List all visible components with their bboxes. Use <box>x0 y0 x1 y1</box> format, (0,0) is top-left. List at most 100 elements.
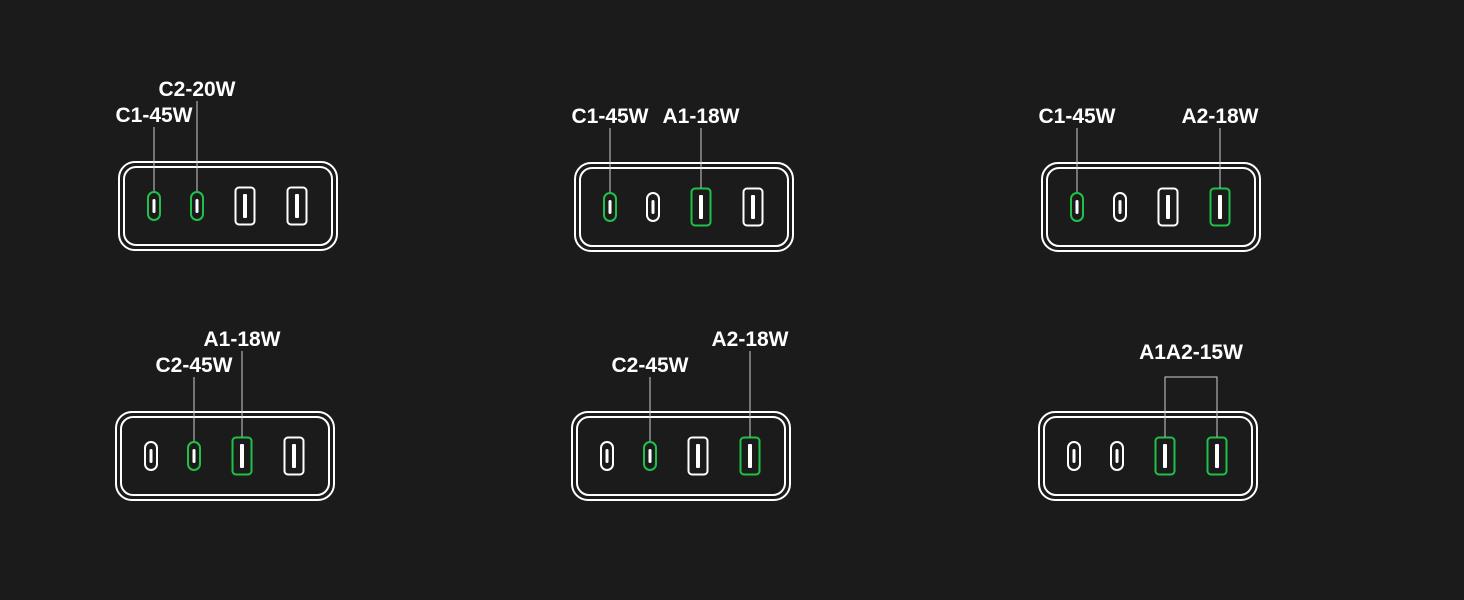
charger-outline-inner <box>120 416 330 496</box>
usb-c-outline <box>1113 192 1127 222</box>
usb-c-outline <box>147 191 161 221</box>
port-power-label: C2-45W <box>611 354 688 377</box>
usb-a-tongue <box>1215 444 1219 468</box>
config-5: C2-45W A2-18W <box>571 328 791 501</box>
port-c2-usb-c-icon <box>646 192 660 222</box>
usb-c-outline <box>1110 441 1124 471</box>
usb-a-tongue <box>240 444 244 468</box>
port-a1-usb-a-icon <box>690 187 712 227</box>
port-power-label: A1-18W <box>203 328 280 351</box>
usb-a-outline <box>739 436 761 476</box>
usb-c-tongue <box>1075 200 1079 214</box>
usb-c-outline <box>1070 192 1084 222</box>
config-3: C1-45W A2-18W <box>1038 105 1261 252</box>
bracket-leader-line <box>1164 376 1218 437</box>
usb-a-tongue <box>1218 195 1222 219</box>
usb-c-tongue <box>149 449 153 463</box>
usb-c-outline <box>603 192 617 222</box>
usb-a-outline <box>1157 187 1179 227</box>
port-power-label: C1-45W <box>1038 105 1115 128</box>
port-power-label: C1-45W <box>571 105 648 128</box>
port-a2-usb-a-icon <box>286 186 308 226</box>
usb-a-outline <box>1206 436 1228 476</box>
port-c1-usb-c-icon <box>147 191 161 221</box>
usb-c-tongue <box>152 199 156 213</box>
charger-outline-inner <box>1046 167 1256 247</box>
usb-a-tongue <box>295 194 299 218</box>
port-c1-usb-c-icon <box>1067 441 1081 471</box>
usb-c-tongue <box>608 200 612 214</box>
charger-outline-inner <box>579 167 789 247</box>
usb-c-tongue <box>195 199 199 213</box>
charger-outline-inner <box>123 166 333 246</box>
port-a1-usb-a-icon <box>1157 187 1179 227</box>
usb-a-tongue <box>1163 444 1167 468</box>
usb-a-tongue <box>243 194 247 218</box>
usb-c-tongue <box>192 449 196 463</box>
usb-c-outline <box>1067 441 1081 471</box>
usb-a-outline <box>690 187 712 227</box>
port-a2-usb-a-icon <box>283 436 305 476</box>
usb-c-tongue <box>1118 200 1122 214</box>
port-c2-usb-c-icon <box>187 441 201 471</box>
port-power-label: C2-20W <box>158 78 235 101</box>
port-c1-usb-c-icon <box>144 441 158 471</box>
port-c1-usb-c-icon <box>600 441 614 471</box>
port-a2-usb-a-icon <box>742 187 764 227</box>
usb-c-outline <box>600 441 614 471</box>
port-a1-usb-a-icon <box>687 436 709 476</box>
charger-outline-outer <box>1041 162 1261 252</box>
usb-c-tongue <box>605 449 609 463</box>
config-6: A1A2-15W <box>1038 341 1258 501</box>
port-c2-usb-c-icon <box>1113 192 1127 222</box>
usb-a-outline <box>286 186 308 226</box>
usb-a-outline <box>231 436 253 476</box>
usb-a-tongue <box>1166 195 1170 219</box>
port-a1-usb-a-icon <box>231 436 253 476</box>
charger-outline-outer <box>571 411 791 501</box>
charger-outline-outer <box>118 161 338 251</box>
port-power-label: C2-45W <box>155 354 232 377</box>
port-a2-usb-a-icon <box>1209 187 1231 227</box>
usb-a-outline <box>742 187 764 227</box>
port-power-label: A1-18W <box>662 105 739 128</box>
usb-a-outline <box>687 436 709 476</box>
port-a1-usb-a-icon <box>234 186 256 226</box>
usb-c-tongue <box>651 200 655 214</box>
config-4: C2-45W A1-18W <box>115 328 335 501</box>
usb-c-outline <box>144 441 158 471</box>
usb-a-tongue <box>748 444 752 468</box>
usb-a-tongue <box>699 195 703 219</box>
port-c2-usb-c-icon <box>190 191 204 221</box>
usb-a-outline <box>1154 436 1176 476</box>
port-a1-usb-a-icon <box>1154 436 1176 476</box>
usb-a-outline <box>283 436 305 476</box>
usb-c-tongue <box>1115 449 1119 463</box>
usb-a-outline <box>1209 187 1231 227</box>
port-power-label: A2-18W <box>1181 105 1258 128</box>
charger-outline-outer <box>574 162 794 252</box>
port-power-label: A1A2-15W <box>1139 341 1243 364</box>
usb-a-tongue <box>751 195 755 219</box>
config-1: C1-45W C2-20W <box>115 78 338 251</box>
usb-c-outline <box>646 192 660 222</box>
usb-c-tongue <box>1072 449 1076 463</box>
port-power-label: A2-18W <box>711 328 788 351</box>
usb-a-tongue <box>696 444 700 468</box>
usb-c-outline <box>190 191 204 221</box>
config-2: C1-45W A1-18W <box>571 105 794 252</box>
port-c1-usb-c-icon <box>1070 192 1084 222</box>
port-c1-usb-c-icon <box>603 192 617 222</box>
charger-outline-outer <box>115 411 335 501</box>
usb-a-outline <box>234 186 256 226</box>
port-power-label: C1-45W <box>115 104 192 127</box>
charger-outline-inner <box>1043 416 1253 496</box>
usb-c-tongue <box>648 449 652 463</box>
port-c2-usb-c-icon <box>1110 441 1124 471</box>
charger-outline-inner <box>576 416 786 496</box>
charger-outline-outer <box>1038 411 1258 501</box>
port-c2-usb-c-icon <box>643 441 657 471</box>
port-a2-usb-a-icon <box>1206 436 1228 476</box>
